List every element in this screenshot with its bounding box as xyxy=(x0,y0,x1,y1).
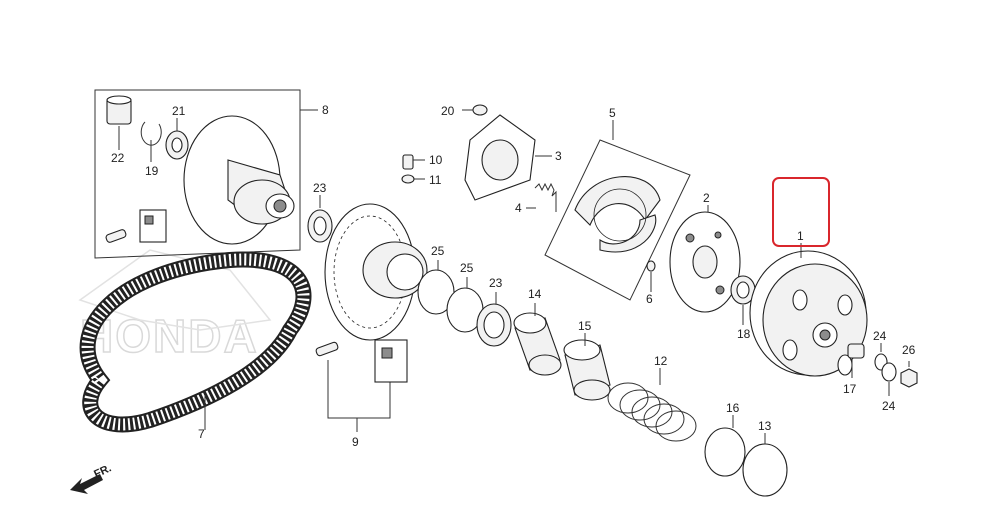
oil-seal-23b xyxy=(476,292,512,347)
callout-19: 19 xyxy=(145,164,159,178)
driven-spring-12 xyxy=(607,368,697,442)
callout-13: 13 xyxy=(758,419,772,433)
callout-18: 18 xyxy=(737,327,751,341)
bracket-9 xyxy=(327,355,391,419)
callout-25-b: 25 xyxy=(460,261,474,275)
callout-24-top: 24 xyxy=(873,329,887,343)
oil-seal-23 xyxy=(307,195,333,243)
plate-3 xyxy=(464,114,552,201)
callout-1: 1 xyxy=(797,229,804,243)
callout-16: 16 xyxy=(726,401,740,415)
caution-label-2 xyxy=(374,339,408,383)
callout-6: 6 xyxy=(646,292,653,306)
callout-10: 10 xyxy=(429,153,443,167)
callout-23-left: 23 xyxy=(313,181,327,195)
drive-belt-7 xyxy=(79,251,312,433)
callout-7: 7 xyxy=(198,427,205,441)
callout-20: 20 xyxy=(441,104,455,118)
callout-25-a: 25 xyxy=(431,244,445,258)
clutch-outer-1 xyxy=(749,243,868,377)
washer-13 xyxy=(742,433,788,497)
collar-17 xyxy=(847,343,865,378)
callout-5: 5 xyxy=(609,106,616,120)
washer-16 xyxy=(704,415,746,477)
guide-pin-2 xyxy=(315,341,339,357)
front-label: FR. xyxy=(92,462,113,480)
callout-11: 11 xyxy=(429,173,442,187)
callout-22: 22 xyxy=(111,151,125,165)
front-direction-arrow: FR. xyxy=(70,462,113,494)
bearing-21 xyxy=(165,118,189,160)
pin-10 xyxy=(402,154,425,170)
caution-label xyxy=(139,209,167,243)
callout-8: 8 xyxy=(322,103,329,117)
movable-driven-face-9 xyxy=(324,203,428,341)
callout-9: 9 xyxy=(352,435,359,449)
callout-17: 17 xyxy=(843,382,857,396)
drive-plate-2 xyxy=(669,205,741,313)
circlip-19 xyxy=(140,121,162,162)
honda-watermark: HONDA xyxy=(80,310,259,362)
callout-2: 2 xyxy=(703,191,710,205)
clutch-shoes-5 xyxy=(574,176,661,253)
collar-11 xyxy=(401,174,425,184)
spring-4 xyxy=(526,182,557,212)
driven-face-8 xyxy=(183,115,295,245)
highlight-box xyxy=(772,177,830,247)
callout-14: 14 xyxy=(528,287,542,301)
callout-15: 15 xyxy=(578,319,592,333)
bracket-8 xyxy=(94,89,301,259)
washer-24b xyxy=(881,362,897,396)
pin-6 xyxy=(646,260,656,292)
bracket-5 xyxy=(544,139,691,301)
collar-14 xyxy=(513,303,562,376)
callout-23-right: 23 xyxy=(489,276,503,290)
callout-3: 3 xyxy=(555,149,562,163)
needle-bearing-22 xyxy=(106,95,132,150)
guide-pin xyxy=(105,229,127,243)
callout-21: 21 xyxy=(172,104,186,118)
washer-18 xyxy=(730,275,756,325)
honda-wing-watermark xyxy=(78,249,272,331)
callout-26: 26 xyxy=(902,343,916,357)
callout-24-bottom: 24 xyxy=(882,399,896,413)
nut-20 xyxy=(462,104,488,116)
nut-26 xyxy=(900,361,918,388)
callout-12: 12 xyxy=(654,354,668,368)
callout-4: 4 xyxy=(515,201,522,215)
seal-collar-15 xyxy=(563,333,611,401)
